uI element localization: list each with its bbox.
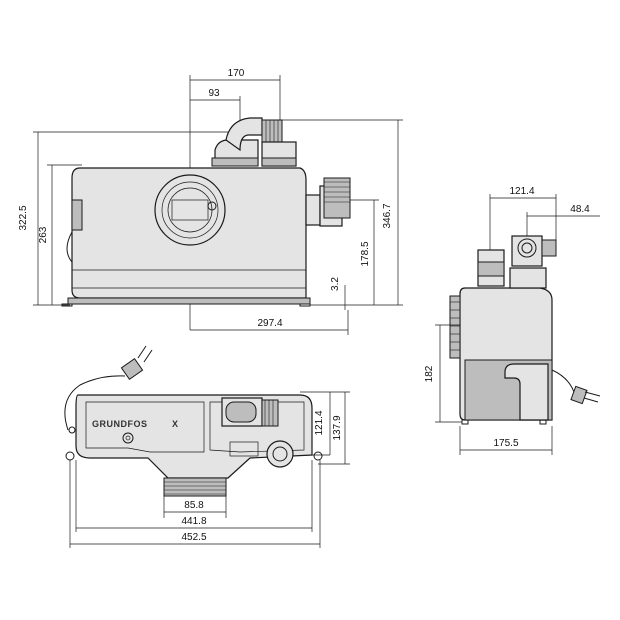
dim-side-121-4: 121.4 bbox=[509, 186, 534, 197]
dim-346-7: 346.7 bbox=[382, 203, 393, 228]
front-top-connectors bbox=[211, 117, 297, 167]
dim-3-2: 3.2 bbox=[330, 277, 341, 291]
dim-137-9: 137.9 bbox=[332, 415, 343, 440]
svg-text:X: X bbox=[172, 419, 179, 429]
dim-263: 263 bbox=[38, 226, 49, 243]
top-view: GRUNDFOS X 121.4 137.9 bbox=[64, 345, 350, 548]
dim-170: 170 bbox=[228, 68, 245, 79]
front-view: 170 93 322.5 263 bbox=[18, 68, 403, 335]
dim-175-5: 175.5 bbox=[493, 438, 518, 449]
dim-85-8: 85.8 bbox=[184, 500, 204, 511]
dim-297-4: 297.4 bbox=[257, 318, 282, 329]
dim-452-5: 452.5 bbox=[181, 532, 206, 543]
dim-322-5: 322.5 bbox=[18, 205, 29, 230]
dim-48-4: 48.4 bbox=[570, 204, 590, 215]
front-inlet bbox=[154, 174, 226, 246]
side-view: 121.4 48.4 bbox=[424, 186, 601, 455]
dim-93: 93 bbox=[208, 88, 220, 99]
power-cord bbox=[64, 375, 126, 431]
front-side-outlet bbox=[305, 177, 351, 227]
dim-top-121-4: 121.4 bbox=[314, 410, 325, 435]
dim-441-8: 441.8 bbox=[181, 516, 206, 527]
brand-logo: GRUNDFOS bbox=[92, 419, 148, 429]
dim-182: 182 bbox=[424, 365, 435, 382]
dim-178-5: 178.5 bbox=[360, 241, 371, 266]
